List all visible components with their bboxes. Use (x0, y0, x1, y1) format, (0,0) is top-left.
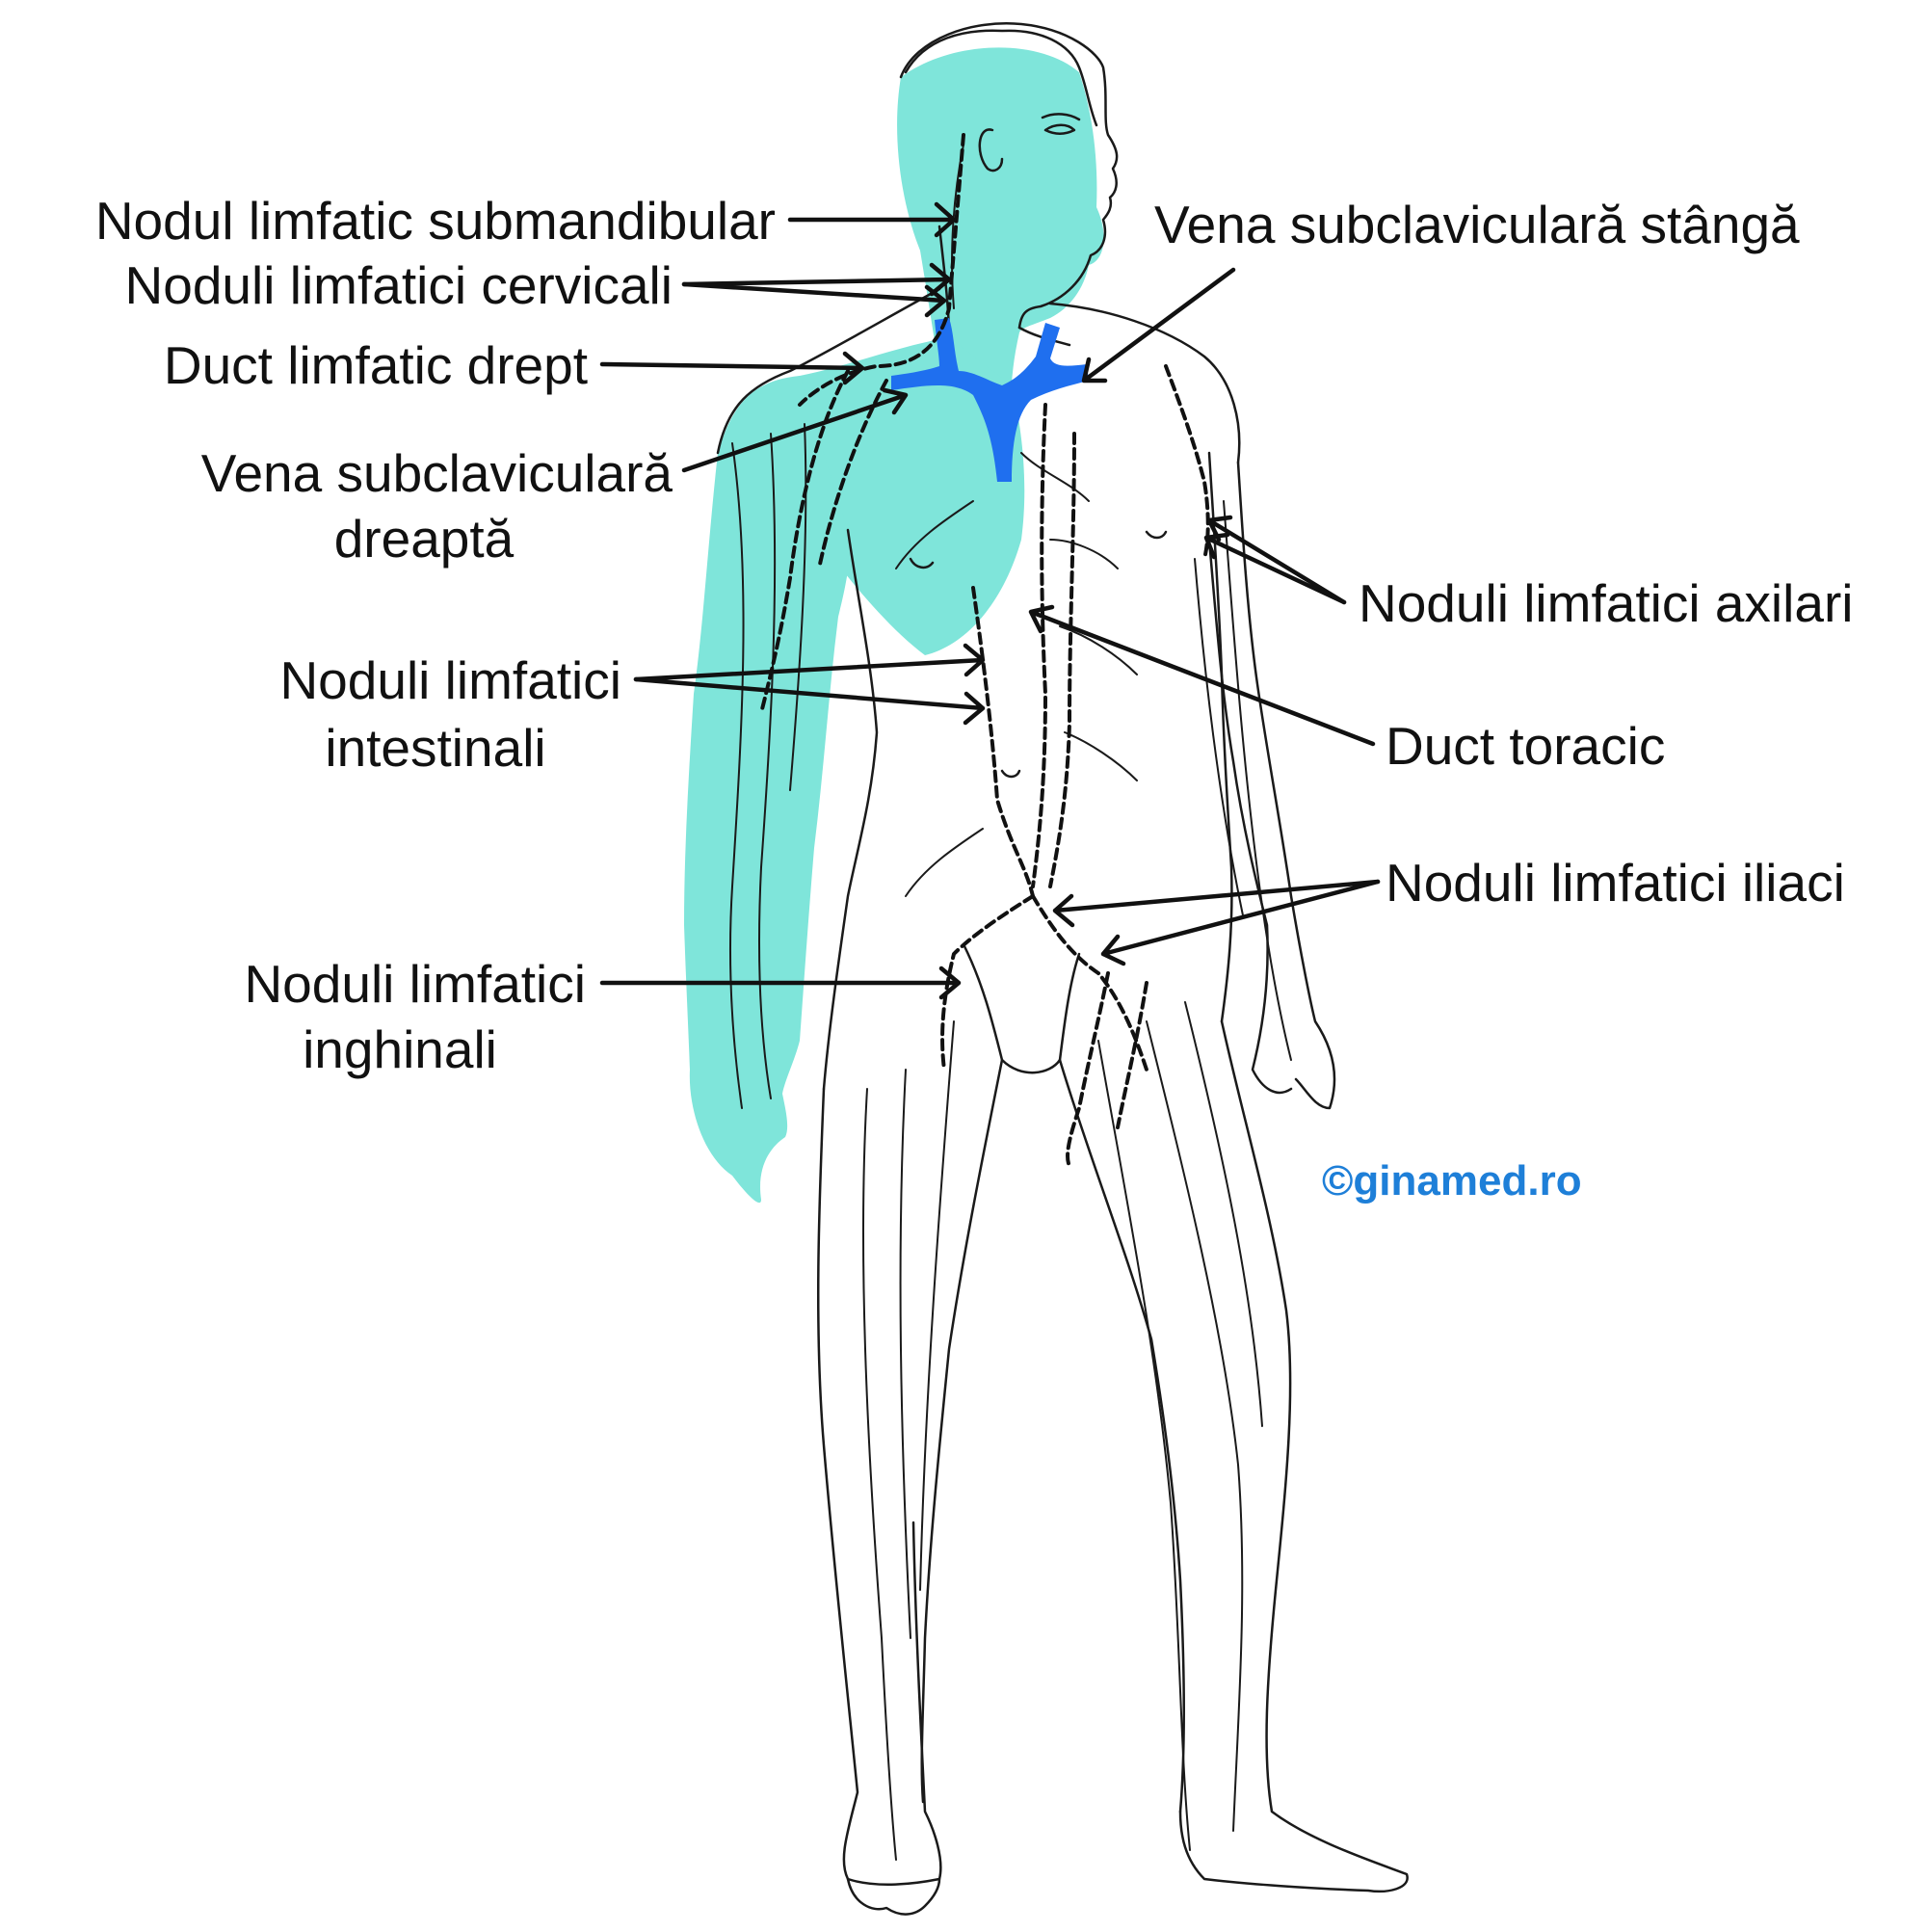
label-submandibular: Nodul limfatic submandibular (95, 191, 776, 251)
right-leg-inner (920, 1058, 1004, 1804)
right-shoulder (716, 287, 941, 455)
arrow-iliac-1 (1052, 879, 1381, 928)
labels: Nodul limfatic submandibular Noduli limf… (95, 191, 1854, 1204)
intestinal-chain (971, 586, 1035, 898)
torso-left-side (1207, 451, 1233, 1023)
arrow-right-subclavian (681, 387, 909, 473)
label-inguinal-line1: Noduli limfatici (244, 954, 586, 1014)
navel (1000, 769, 1021, 779)
right-nipple (909, 557, 935, 569)
arrow-axillary-1 (1206, 515, 1347, 605)
arrow-right-duct (599, 351, 865, 385)
thoracic-duct (1031, 403, 1048, 888)
subclavian-veins (891, 318, 1089, 482)
head-outline (899, 22, 1119, 330)
label-inguinal-line2: inghinali (303, 1019, 497, 1079)
arrow-axillary-2 (1203, 532, 1347, 605)
left-inguinal-chain (1066, 971, 1110, 1168)
arrow-submandibular (787, 201, 957, 238)
leader-arrows (599, 201, 1381, 1000)
lymph-vessels (729, 144, 1292, 1861)
left-leg-inner (1058, 1058, 1185, 1813)
label-right-subclavian-line2: dreaptă (334, 509, 515, 569)
label-axillary: Noduli limfatici axilari (1359, 573, 1853, 633)
inguinal-chain (940, 894, 1035, 1072)
axillary-chain (1164, 364, 1210, 561)
arrow-intestinal-2 (633, 676, 986, 726)
left-leg-outer (1178, 1019, 1409, 1892)
left-nipple (1145, 530, 1168, 540)
iliac-chain (1031, 894, 1148, 1072)
right-arm-chain-2 (817, 379, 888, 570)
label-intestinal-line2: intestinali (325, 718, 545, 778)
cervical-chain (798, 133, 965, 407)
watermark: ©ginamed.ro (1322, 1157, 1582, 1204)
groin (962, 942, 1081, 1074)
arrow-cervical-2 (681, 281, 947, 318)
arrow-cervical-1 (681, 262, 952, 297)
label-cervical: Noduli limfatici cervicali (125, 255, 673, 315)
label-iliac: Noduli limfatici iliaci (1386, 853, 1845, 913)
left-shoulder (1048, 302, 1241, 464)
ear (978, 128, 1004, 172)
label-left-subclavian: Vena subclaviculară stângă (1154, 195, 1800, 254)
right-subclavian-vein (891, 318, 1089, 482)
label-thoracic-duct: Duct toracic (1386, 716, 1665, 776)
label-right-duct: Duct limfatic drept (164, 335, 588, 395)
arrow-inguinal (599, 966, 962, 1000)
arrow-thoracic-duct (1028, 604, 1376, 747)
right-foot-toes (846, 1877, 941, 1916)
left-chain (1048, 432, 1076, 888)
left-inguinal-chain-2 (1116, 981, 1148, 1129)
arrow-iliac-2 (1100, 879, 1381, 966)
arrow-intestinal-1 (633, 643, 986, 682)
eye (1043, 123, 1076, 135)
label-right-subclavian-line1: Vena subclaviculară (201, 443, 673, 503)
torso-right-side (822, 528, 879, 1091)
brow (1041, 113, 1081, 121)
arrow-left-subclavian (1081, 267, 1236, 384)
label-intestinal-line1: Noduli limfatici (279, 650, 621, 710)
left-arm-outer (1236, 461, 1336, 1110)
hair-line (904, 29, 1098, 127)
